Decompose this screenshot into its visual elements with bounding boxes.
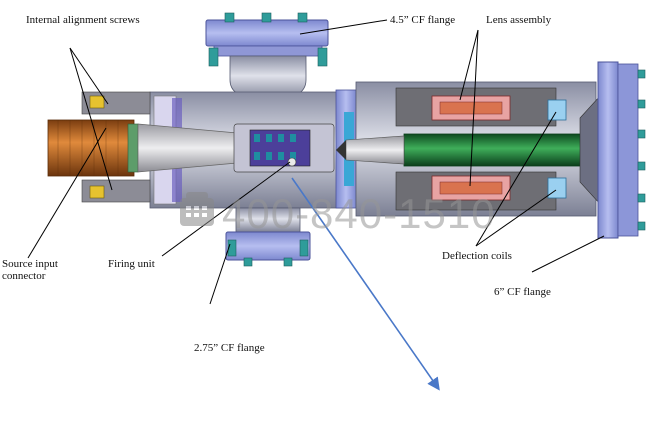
right-cf-flange-6 — [579, 61, 646, 239]
leader-firing-unit — [161, 161, 291, 257]
leader-cf-flange-275 — [209, 243, 231, 305]
leader-source-input — [27, 127, 107, 259]
drift-tube — [336, 133, 601, 167]
label-firing-unit: Firing unit — [108, 258, 155, 270]
label-lens-assembly: Lens assembly — [486, 14, 552, 26]
leader-lens-assembly-bottom — [469, 29, 479, 187]
blue-pointer-arrow — [291, 177, 440, 391]
label-internal-alignment-screws: Internal alignment screws — [26, 14, 140, 26]
label-connector: connector — [2, 270, 46, 282]
leader-deflection-coil-top — [475, 111, 557, 247]
phone-icon — [180, 192, 214, 226]
firing-unit — [233, 123, 335, 173]
source-input-connector — [47, 91, 151, 203]
leader-lens-assembly-top — [459, 29, 479, 101]
leader-alignment-screw-top — [69, 47, 109, 105]
label-source-input: Source input — [2, 258, 58, 270]
label-deflection-coils: Deflection coils — [442, 250, 512, 262]
leader-lines — [27, 19, 605, 305]
leader-cf-flange-6 — [531, 235, 605, 273]
watermark-phone-number: 400-840-1510 — [222, 190, 496, 237]
lens-assembly-coils — [431, 95, 511, 201]
top-cf-flange-45 — [205, 12, 329, 101]
bottom-cf-flange-275 — [225, 207, 311, 267]
leader-alignment-screw-bottom — [69, 47, 113, 191]
label-cf-flange-6: 6” CF flange — [494, 286, 551, 298]
leader-cf-flange-45 — [299, 19, 388, 35]
label-cf-flange-275: 2.75” CF flange — [194, 342, 265, 354]
label-cf-flange-45: 4.5” CF flange — [390, 14, 456, 26]
leader-deflection-coil-bottom — [475, 189, 557, 247]
